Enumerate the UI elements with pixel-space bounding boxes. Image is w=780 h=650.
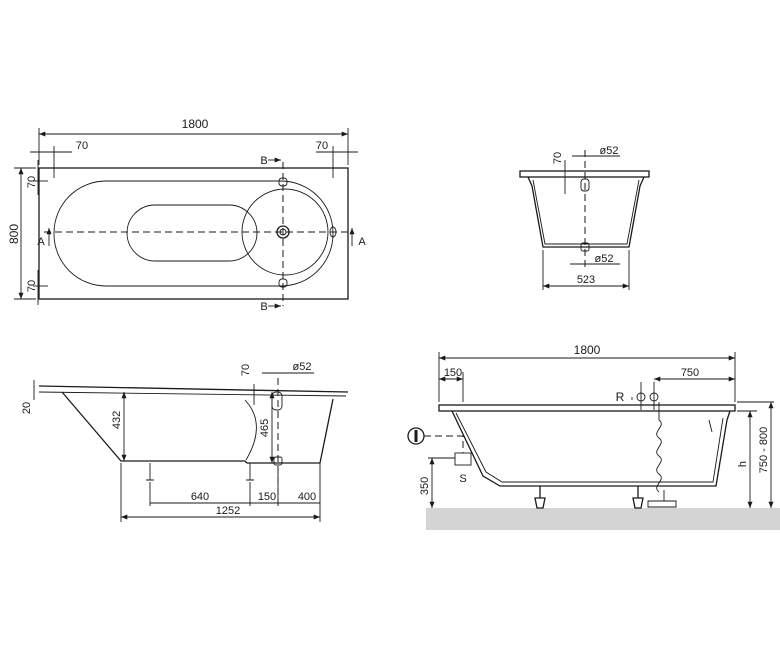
section-a-right-label: A bbox=[358, 236, 366, 248]
dim-inner-length: 1252 bbox=[216, 505, 240, 517]
dim-overflow-height: 465 bbox=[259, 419, 271, 437]
dim-bottom-width: 523 bbox=[577, 274, 595, 286]
tub-profile-install bbox=[451, 410, 731, 487]
dim-end-distance: 400 bbox=[298, 491, 316, 503]
dim-depth: 432 bbox=[111, 411, 123, 429]
tub-profile-end bbox=[527, 176, 645, 248]
dim-install-length: 1800 bbox=[574, 343, 601, 357]
dim-drain-dia: ø52 bbox=[595, 253, 614, 265]
tub-rim-inner bbox=[53, 180, 334, 287]
dim-rim: 70 bbox=[552, 152, 564, 164]
section-b-top-label: B bbox=[260, 155, 267, 167]
floor bbox=[426, 508, 780, 530]
section-b-view: 70 ø52 ø52 523 bbox=[519, 145, 650, 290]
dim-overflow-dia: ø52 bbox=[293, 361, 312, 373]
dim-leg-offset: 150 bbox=[258, 491, 276, 503]
dim-rim-top: 70 bbox=[26, 176, 38, 188]
rim-line bbox=[38, 385, 349, 393]
top-view: 1800 70 70 800 70 70 A A B B bbox=[7, 117, 366, 313]
section-a-left-label: A bbox=[37, 236, 45, 248]
section-a-view: 20 432 465 70 ø52 640 150 400 1252 bbox=[21, 361, 349, 522]
section-b-bottom-label: B bbox=[260, 301, 267, 313]
dim-overflow-dia: ø52 bbox=[600, 145, 619, 157]
dim-install-750: 750 bbox=[681, 367, 699, 379]
dim-rim-bottom: 70 bbox=[26, 280, 38, 292]
dim-overflow-rim: 70 bbox=[240, 364, 252, 376]
label-h: h bbox=[737, 461, 749, 467]
siphon-icon bbox=[454, 452, 472, 466]
dim-drain-height: 350 bbox=[419, 477, 431, 495]
dim-rim-right: 70 bbox=[316, 140, 328, 152]
dim-width: 800 bbox=[7, 224, 21, 244]
tub-outline-top bbox=[38, 167, 349, 300]
leg-1-icon bbox=[146, 463, 154, 494]
dim-total-height: 750 - 800 bbox=[758, 427, 770, 473]
tub-profile-side bbox=[61, 391, 334, 464]
overflow-icon bbox=[580, 178, 590, 192]
dim-install-150: 150 bbox=[444, 367, 462, 379]
dim-rim-left: 70 bbox=[76, 140, 88, 152]
leg-icon bbox=[534, 486, 546, 509]
leg-2-icon bbox=[246, 463, 254, 494]
dim-leg-spacing: 640 bbox=[191, 491, 209, 503]
label-r: R bbox=[616, 390, 625, 404]
drain-icon bbox=[580, 242, 590, 252]
label-s: S bbox=[459, 473, 466, 485]
drain-hose-icon bbox=[656, 402, 662, 493]
dim-rim-thickness: 20 bbox=[21, 402, 33, 414]
dim-length: 1800 bbox=[182, 117, 209, 131]
rim-profile bbox=[438, 404, 736, 412]
tub-basin-top bbox=[126, 204, 258, 262]
install-view: R 1800 750 150 S 350 h 750 - 800 bbox=[407, 343, 780, 530]
